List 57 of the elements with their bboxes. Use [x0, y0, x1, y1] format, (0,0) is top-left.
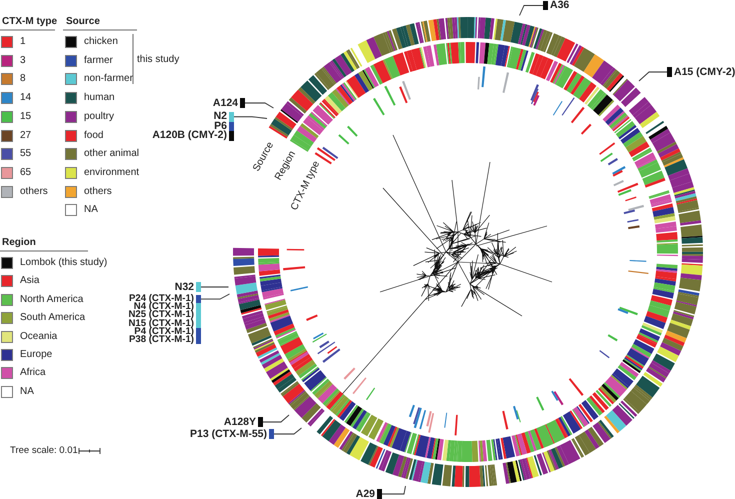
leader-line [638, 72, 668, 82]
legend-label: Lombok (this study) [20, 257, 108, 269]
leader-line [244, 102, 274, 108]
legend-label: non-farmer [84, 73, 133, 86]
scale-label: Tree scale: 0.01 [10, 445, 78, 457]
legend-label: 15 [20, 110, 32, 123]
isolate-label: P38 (CTX-M-1) [128, 336, 194, 344]
legend-label: others [84, 186, 112, 198]
legend-label: environment [84, 166, 140, 179]
isolate-label: N2 [214, 112, 227, 122]
legend-label: Asia [20, 275, 40, 288]
legend-label: 1 [20, 36, 26, 48]
isolate-label: P6 [214, 122, 227, 131]
legend-label: 65 [20, 166, 32, 179]
isolate-label: A124 [212, 98, 238, 108]
leader-line [262, 414, 290, 422]
legend-label: North America [20, 294, 84, 306]
leader-line [274, 428, 302, 434]
legend-label: farmer [84, 54, 113, 67]
leader-line [200, 294, 230, 300]
isolate-label: A120B (CMY-2) [152, 131, 227, 140]
leader-line [200, 286, 229, 288]
isolate-label: P13 (CTX-M-55) [190, 429, 267, 439]
isolate-label: P4 (CTX-M-1) [134, 328, 194, 336]
leader-line [519, 5, 544, 16]
legend-label: Europe [20, 349, 52, 361]
legend-label: 27 [20, 130, 32, 142]
isolate-label: A29 [356, 489, 375, 499]
legend-label: human [84, 92, 115, 104]
bracket-label: this study [137, 54, 180, 66]
legend-label: 14 [20, 92, 32, 104]
legend-label: 55 [20, 148, 32, 160]
legend-label: 8 [20, 73, 26, 86]
leader-line [234, 116, 268, 119]
isolate-label: A128Y [224, 417, 256, 427]
legend-label: food [84, 130, 104, 142]
legend-label: Oceania [20, 330, 58, 343]
isolate-label: N4 (CTX-M-1) [134, 303, 194, 312]
isolate-label: N32 [174, 282, 194, 292]
leader-line [382, 486, 406, 494]
isolate-label: N25 (CTX-M-1) [128, 311, 194, 320]
legend-label: chicken [84, 36, 118, 48]
legend-label: other animal [84, 148, 140, 160]
isolate-label: A15 (CMY-2) [674, 67, 735, 77]
legend-label: Africa [20, 367, 46, 380]
isolate-label: P24 (CTX-M-1) [128, 295, 194, 304]
legend-label: NA [20, 386, 34, 398]
legend-label: poultry [84, 110, 114, 123]
isolate-label: A36 [550, 1, 570, 10]
legend-label: NA [84, 204, 98, 216]
legend-label: South America [20, 312, 86, 324]
isolate-label: N15 (CTX-M-1) [128, 320, 194, 328]
legend-label: 3 [20, 54, 26, 67]
legend-label: others [20, 186, 48, 198]
legend-heading: CTX-M type [2, 16, 57, 28]
legend-heading: Region [2, 237, 36, 249]
legend-heading: Source [66, 16, 100, 28]
